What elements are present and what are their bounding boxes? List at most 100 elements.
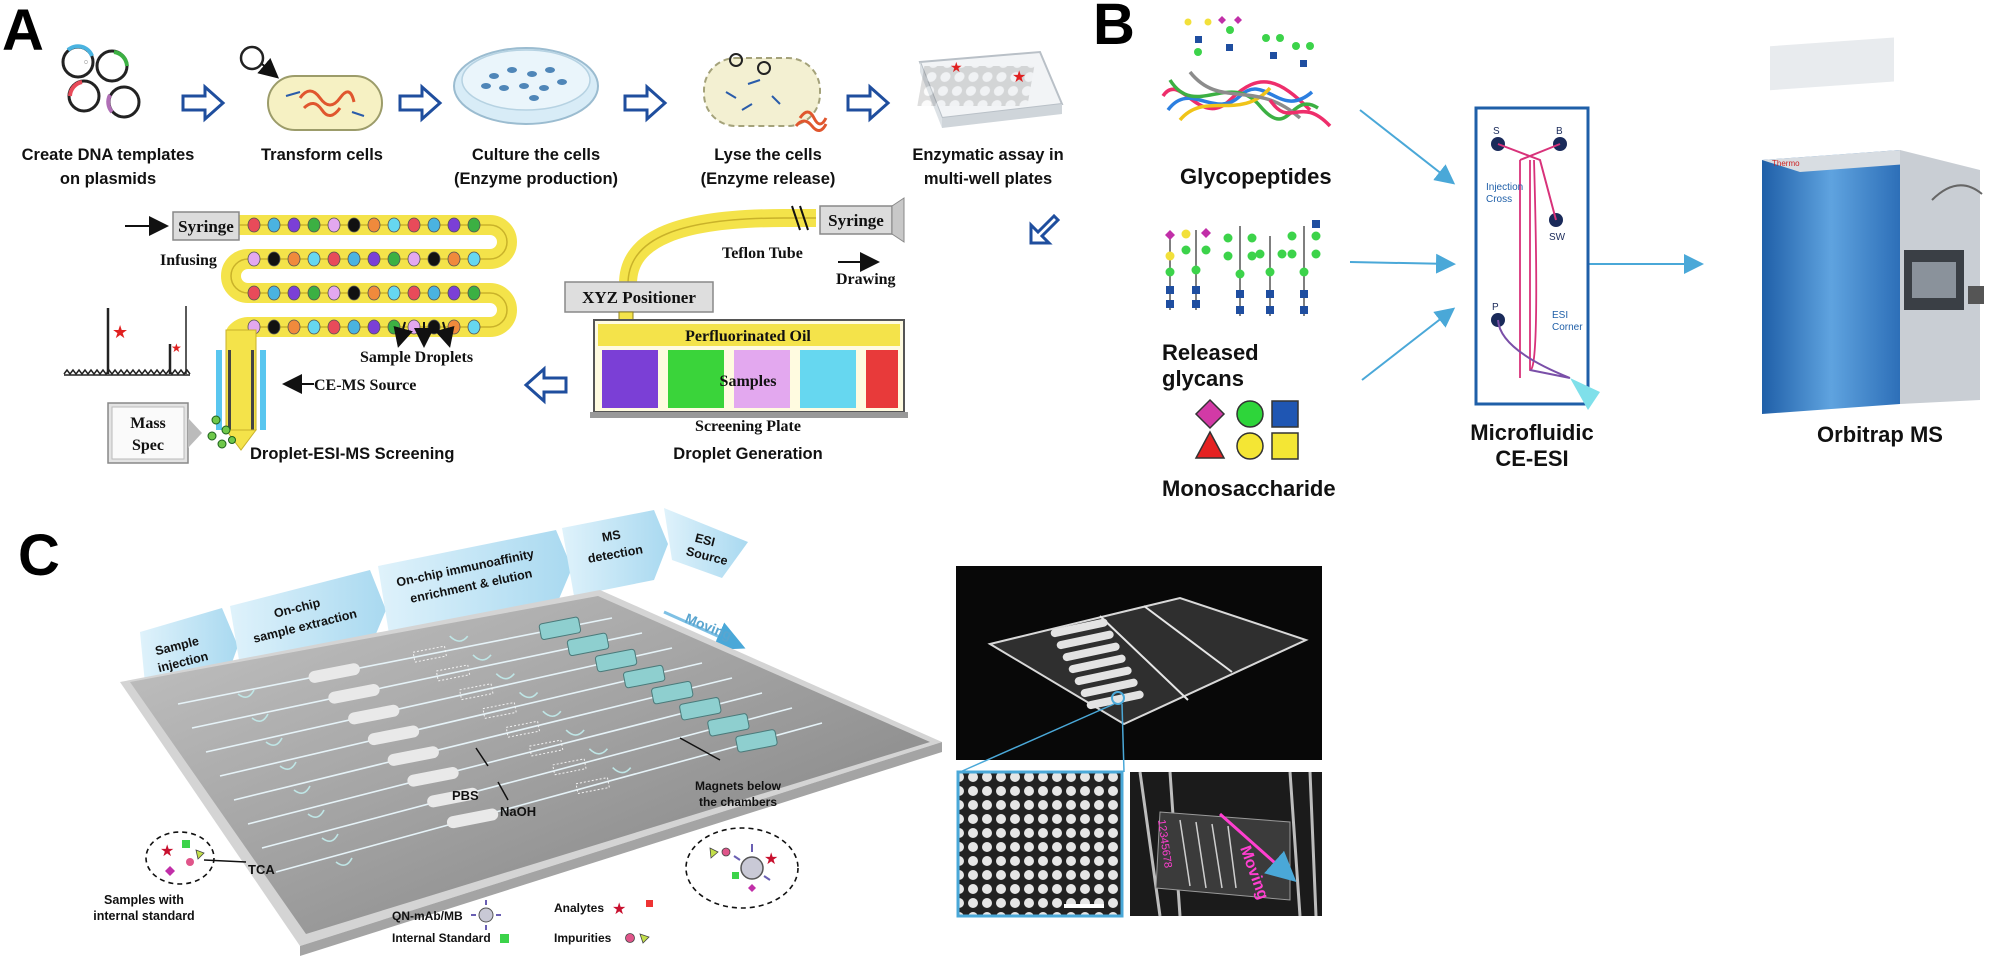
multiwell-plate-icon: ★ ★: [917, 50, 1064, 128]
chip-port-sw: SW: [1549, 232, 1566, 243]
droplet: [327, 251, 341, 267]
magnet-chamber: [679, 697, 722, 721]
droplet-generation-apparatus: Syringe Drawing Teflon Tube XYZ Position…: [564, 197, 908, 435]
step-4-label-a: Lyse the cells: [714, 146, 822, 164]
step-4-label-b: (Enzyme release): [701, 170, 836, 188]
xyz-positioner-label: XYZ Positioner: [582, 288, 696, 307]
legend-impurities-label: Impurities: [554, 931, 612, 945]
droplet: [387, 217, 401, 233]
droplet: [307, 319, 321, 335]
glycopeptides-icon: [1161, 16, 1332, 128]
syringe-right-label: Syringe: [828, 211, 884, 230]
extraction-chamber: [367, 725, 420, 746]
c-step-4-a: MS: [601, 528, 622, 545]
droplet: [427, 319, 441, 335]
process-step-labels: Create DNA templates on plasmids Transfo…: [22, 146, 1064, 188]
chip-lanes: [177, 616, 823, 873]
droplet: [447, 285, 461, 301]
chip-esi-2: Corner: [1552, 322, 1583, 333]
panel-b-letter: B: [1093, 0, 1135, 57]
magnet-chamber: [594, 648, 638, 673]
mass-spec-label-1: Mass: [130, 415, 166, 432]
microfluidic-chip: S B SW P Injection Cross ESI Corner: [1474, 106, 1600, 410]
chip-port-s: S: [1493, 126, 1500, 137]
droplet: [367, 285, 381, 301]
extraction-chamber: [348, 704, 400, 725]
pbs-label: PBS: [452, 788, 479, 803]
released-glycans-label-2: glycans: [1162, 366, 1244, 391]
droplet: [267, 217, 281, 233]
legend-qn-label: QN-mAb/MB: [392, 909, 463, 923]
svg-text:★: ★: [171, 341, 182, 355]
droplet: [307, 285, 321, 301]
orbitrap-brand: Thermo: [1772, 159, 1800, 168]
extraction-chamber: [407, 767, 459, 787]
mixing-zone: [412, 645, 447, 663]
glycopeptides-label: Glycopeptides: [1180, 164, 1332, 189]
droplet: [427, 251, 441, 267]
infusing-label: Infusing: [160, 252, 217, 269]
chip-inlet: [265, 673, 515, 746]
svg-text:★: ★: [764, 851, 778, 868]
transform-cells-icon: [239, 45, 383, 131]
svg-text:★: ★: [160, 843, 174, 860]
droplet: [267, 251, 281, 267]
droplet: [367, 319, 381, 335]
mixing-zone: [528, 739, 564, 757]
chip-inlet: [251, 654, 492, 722]
droplet: [267, 285, 281, 301]
sample-droplets-pointers: [393, 321, 455, 348]
samples-with-standard-icon: ★: [145, 831, 215, 885]
mass-spec-box: Mass Spec: [107, 402, 202, 464]
magnets-label-2: the chambers: [699, 795, 777, 809]
step-1-label-b: on plasmids: [60, 170, 156, 188]
chip-inlet: [335, 767, 632, 866]
petri-dish-icon: [453, 47, 599, 125]
step-3-label-b: (Enzyme production): [454, 170, 618, 188]
chip-lane: [191, 632, 643, 729]
droplet-down-arrow: [1029, 213, 1061, 245]
syringe-top-label: Syringe: [178, 217, 234, 236]
droplet: [247, 251, 261, 267]
extraction-chamber: [427, 787, 479, 808]
panel-a-letter: A: [2, 0, 44, 63]
droplet: [447, 319, 461, 335]
serpentine-tube: [221, 215, 517, 343]
step-5-label-b: multi-well plates: [924, 170, 1052, 188]
droplet: [387, 251, 401, 267]
tca-label: TCA: [248, 862, 275, 877]
droplet: [287, 285, 301, 301]
droplet: [427, 285, 441, 301]
extraction-chamber: [328, 683, 380, 704]
svg-text:★: ★: [1012, 69, 1026, 86]
perfluorinated-oil-label: Perfluorinated Oil: [685, 328, 811, 345]
droplet: [467, 285, 481, 301]
panel-c-letter: C: [18, 523, 60, 588]
spectrum-icon: [63, 306, 191, 376]
moving-arrow: [663, 610, 746, 650]
microfluidic-label-1: Microfluidic: [1470, 420, 1593, 445]
droplet: [307, 217, 321, 233]
droplet: [327, 217, 341, 233]
svg-text:★: ★: [112, 322, 128, 342]
droplet: [467, 251, 481, 267]
droplet: [347, 217, 361, 233]
chip-inlet: [293, 710, 562, 794]
mixing-zone: [575, 777, 610, 795]
chip-lane: [247, 692, 763, 825]
process-arrows-top: [181, 83, 891, 123]
droplet: [287, 319, 301, 335]
step-2-label-a: Transform cells: [261, 146, 383, 164]
droplet: [387, 319, 401, 335]
svg-text:★: ★: [612, 901, 626, 918]
magnet-chamber: [735, 729, 778, 753]
panel-b-arrows: [1349, 109, 1704, 381]
legend-internal-label: Internal Standard: [392, 931, 491, 945]
droplet: [447, 217, 461, 233]
sample-droplets-label: Sample Droplets: [360, 349, 473, 366]
droplet: [347, 251, 361, 267]
step-5-label-a: Enzymatic assay in: [912, 146, 1063, 164]
magnet-chamber: [623, 664, 666, 689]
extraction-chamber: [446, 808, 499, 829]
